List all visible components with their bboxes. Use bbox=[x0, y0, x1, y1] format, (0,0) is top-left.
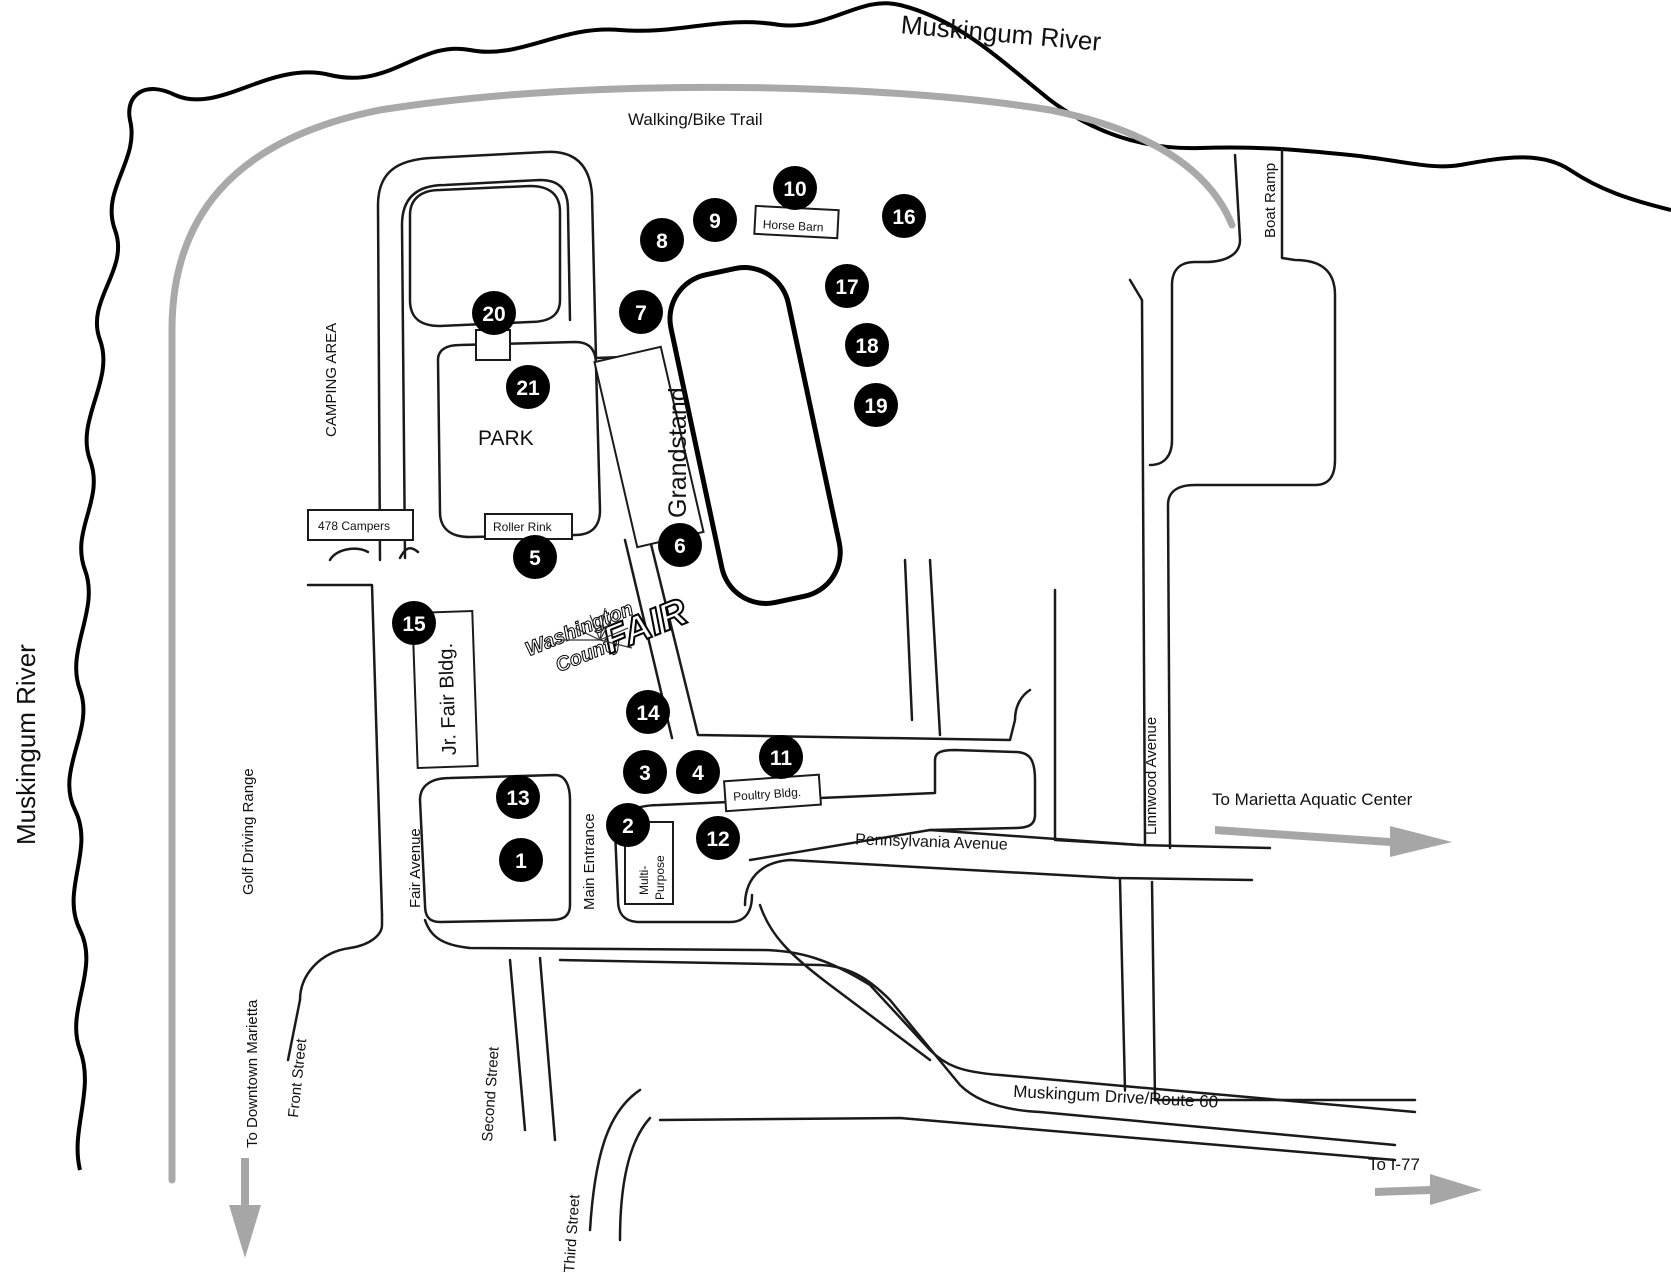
marker-7[interactable]: 7 bbox=[619, 290, 663, 334]
marker-11[interactable]: 11 bbox=[759, 735, 803, 779]
park-gate bbox=[475, 329, 511, 361]
direction-arrows bbox=[229, 826, 1482, 1258]
label-roller-rink: Roller Rink bbox=[493, 520, 553, 534]
marker-8[interactable]: 8 bbox=[640, 218, 684, 262]
label-downtown: To Downtown Marietta bbox=[244, 999, 261, 1148]
label-camping-area: CAMPING AREA bbox=[323, 323, 340, 437]
label-golf-range: Golf Driving Range bbox=[240, 768, 257, 895]
label-pennsylvania: Pennsylvania Avenue bbox=[855, 831, 1008, 853]
marker-15[interactable]: 15 bbox=[392, 601, 436, 645]
svg-text:20: 20 bbox=[482, 303, 505, 326]
label-fair-avenue: Fair Avenue bbox=[407, 828, 424, 908]
poultry-building bbox=[723, 773, 822, 813]
svg-text:21: 21 bbox=[516, 377, 540, 400]
marker-13[interactable]: 13 bbox=[496, 775, 540, 819]
svg-text:18: 18 bbox=[855, 335, 879, 358]
road-network bbox=[286, 148, 1417, 1242]
arrow-downtown bbox=[229, 1158, 261, 1258]
marker-21[interactable]: 21 bbox=[506, 365, 550, 409]
marker-12[interactable]: 12 bbox=[696, 816, 740, 860]
label-muskingum-drive: Muskingum Drive/Route 60 bbox=[1013, 1082, 1219, 1112]
marker-20[interactable]: 20 bbox=[472, 291, 516, 335]
race-track bbox=[667, 265, 843, 606]
walking-bike-trail bbox=[168, 83, 1236, 1184]
marker-10[interactable]: 10 bbox=[773, 166, 817, 210]
washington-county-fair-logo: Washington County FAIR bbox=[522, 590, 695, 678]
marker-1[interactable]: 1 bbox=[499, 838, 543, 882]
label-multi-1: Multi- bbox=[637, 866, 651, 895]
label-aquatic: To Marietta Aquatic Center bbox=[1212, 790, 1413, 809]
svg-text:11: 11 bbox=[770, 747, 793, 770]
label-poultry: Poultry Bldg. bbox=[733, 785, 802, 804]
label-front-street: Front Street bbox=[285, 1037, 310, 1118]
label-grandstand: Grandstand bbox=[664, 387, 692, 518]
svg-text:17: 17 bbox=[835, 276, 858, 299]
marker-19[interactable]: 19 bbox=[854, 383, 898, 427]
marker-17[interactable]: 17 bbox=[825, 264, 869, 308]
label-main-entrance: Main Entrance bbox=[581, 813, 598, 910]
label-second-street: Second Street bbox=[479, 1045, 503, 1142]
label-third-street: Third Street bbox=[561, 1193, 583, 1273]
marker-6[interactable]: 6 bbox=[658, 523, 702, 567]
svg-text:10: 10 bbox=[783, 178, 806, 201]
label-campers: 478 Campers bbox=[318, 519, 390, 533]
marker-9[interactable]: 9 bbox=[693, 198, 737, 242]
svg-text:6: 6 bbox=[674, 535, 686, 558]
fireworks-decoration bbox=[560, 607, 633, 649]
svg-text:7: 7 bbox=[635, 302, 647, 325]
label-jr-fair: Jr. Fair Bldg. bbox=[435, 643, 461, 756]
svg-text:14: 14 bbox=[636, 702, 660, 725]
svg-text:16: 16 bbox=[892, 206, 915, 229]
buildings bbox=[307, 204, 840, 905]
label-river-top: Muskingum River bbox=[900, 9, 1103, 56]
marker-18[interactable]: 18 bbox=[845, 323, 889, 367]
marker-2[interactable]: 2 bbox=[606, 803, 650, 847]
arrow-i77 bbox=[1375, 1174, 1482, 1205]
numbered-markers: 1 2 3 4 5 6 7 8 9 10 11 12 13 14 15 16 1… bbox=[392, 166, 926, 882]
roller-rink-building bbox=[484, 513, 573, 540]
label-linnwood: Linnwood Avenue bbox=[1143, 717, 1160, 835]
svg-text:12: 12 bbox=[706, 828, 729, 851]
svg-text:4: 4 bbox=[692, 762, 704, 785]
svg-text:5: 5 bbox=[529, 547, 541, 570]
campers-building bbox=[307, 509, 414, 541]
marker-4[interactable]: 4 bbox=[676, 750, 720, 794]
label-park: PARK bbox=[478, 427, 534, 450]
marker-3[interactable]: 3 bbox=[623, 750, 667, 794]
marker-16[interactable]: 16 bbox=[882, 194, 926, 238]
arrow-aquatic-center bbox=[1215, 826, 1452, 857]
svg-text:13: 13 bbox=[506, 787, 529, 810]
label-trail: Walking/Bike Trail bbox=[628, 110, 762, 129]
svg-text:19: 19 bbox=[864, 395, 887, 418]
marker-5[interactable]: 5 bbox=[513, 535, 557, 579]
label-multi-2: Purpose bbox=[653, 855, 667, 900]
svg-text:9: 9 bbox=[709, 210, 721, 233]
svg-text:3: 3 bbox=[639, 762, 651, 785]
label-to-i77: To I-77 bbox=[1368, 1155, 1420, 1174]
marker-14[interactable]: 14 bbox=[626, 690, 670, 734]
label-horse-barn: Horse Barn bbox=[762, 217, 823, 234]
svg-text:1: 1 bbox=[515, 850, 527, 873]
logo-line3: FAIR bbox=[597, 591, 694, 663]
label-boat-ramp: Boat Ramp bbox=[1262, 163, 1279, 238]
river-bank bbox=[67, 1, 1671, 1171]
svg-text:8: 8 bbox=[656, 230, 668, 253]
jr-fair-building bbox=[411, 609, 479, 770]
svg-text:2: 2 bbox=[622, 815, 634, 838]
label-river-left: Muskingum River bbox=[11, 644, 41, 845]
svg-text:15: 15 bbox=[402, 613, 426, 636]
